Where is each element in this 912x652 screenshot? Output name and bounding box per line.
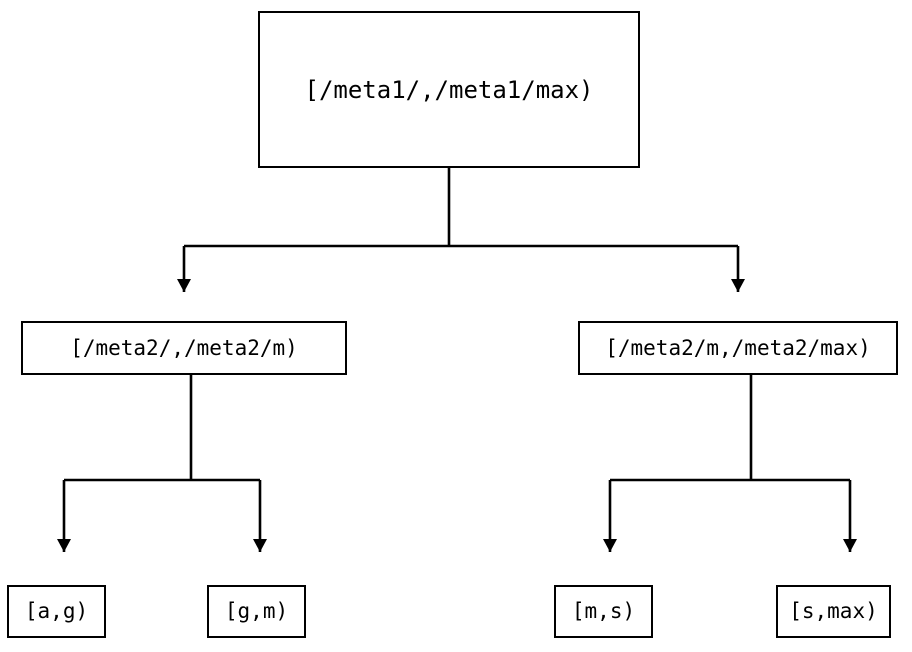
tree-node-label: [/meta1/,/meta1/max) (304, 75, 594, 104)
tree-node-level2-left[interactable]: [/meta2/,/meta2/m) (21, 321, 347, 375)
tree-node-level2-right[interactable]: [/meta2/m,/meta2/max) (578, 321, 898, 375)
edge-root-to-level2 (177, 168, 745, 292)
tree-node-label: [s,max) (789, 599, 878, 623)
tree-node-label: [/meta2/,/meta2/m) (70, 335, 298, 360)
tree-node-leaf-a-g[interactable]: [a,g) (7, 585, 106, 638)
tree-node-label: [/meta2/m,/meta2/max) (605, 335, 871, 360)
edge-level2-right-to-leaves (603, 375, 857, 552)
tree-node-root[interactable]: [/meta1/,/meta1/max) (258, 11, 640, 168)
tree-node-label: [a,g) (24, 599, 89, 623)
tree-node-leaf-m-s[interactable]: [m,s) (554, 585, 653, 638)
tree-node-leaf-g-m[interactable]: [g,m) (207, 585, 306, 638)
edge-level2-left-to-leaves (57, 375, 267, 552)
tree-node-label: [m,s) (571, 599, 636, 623)
tree-node-leaf-s-max[interactable]: [s,max) (776, 585, 891, 638)
tree-node-label: [g,m) (224, 599, 289, 623)
